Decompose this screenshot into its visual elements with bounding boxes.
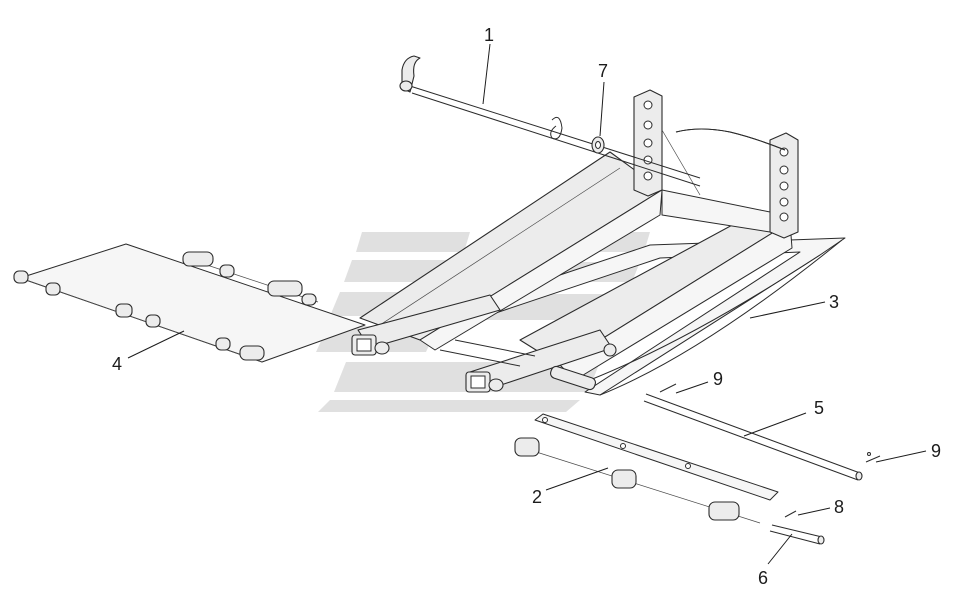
callout-9-right: 9 <box>931 441 941 461</box>
part-3-frame <box>351 89 846 396</box>
callout-9-upper: 9 <box>713 369 723 389</box>
callout-5: 5 <box>814 398 824 418</box>
part-1-pin <box>399 55 701 187</box>
part-7-washer <box>591 136 605 154</box>
leader-lines <box>127 43 927 565</box>
part-4-mat-plate <box>13 243 366 363</box>
callout-labels: 1 2 3 4 5 6 7 8 9 9 <box>112 25 941 588</box>
part-5-rod <box>643 393 863 481</box>
roller-group <box>13 251 317 361</box>
callout-8: 8 <box>834 497 844 517</box>
callout-6: 6 <box>758 568 768 588</box>
callout-2: 2 <box>532 487 542 507</box>
callout-3: 3 <box>829 292 839 312</box>
part-6-short-pin <box>769 524 825 545</box>
part-2-bar-plate <box>514 413 779 524</box>
pin-clip <box>550 116 563 140</box>
callout-7: 7 <box>598 61 608 81</box>
cotter-pins <box>659 383 881 518</box>
callout-4: 4 <box>112 354 122 374</box>
callout-1: 1 <box>484 25 494 45</box>
